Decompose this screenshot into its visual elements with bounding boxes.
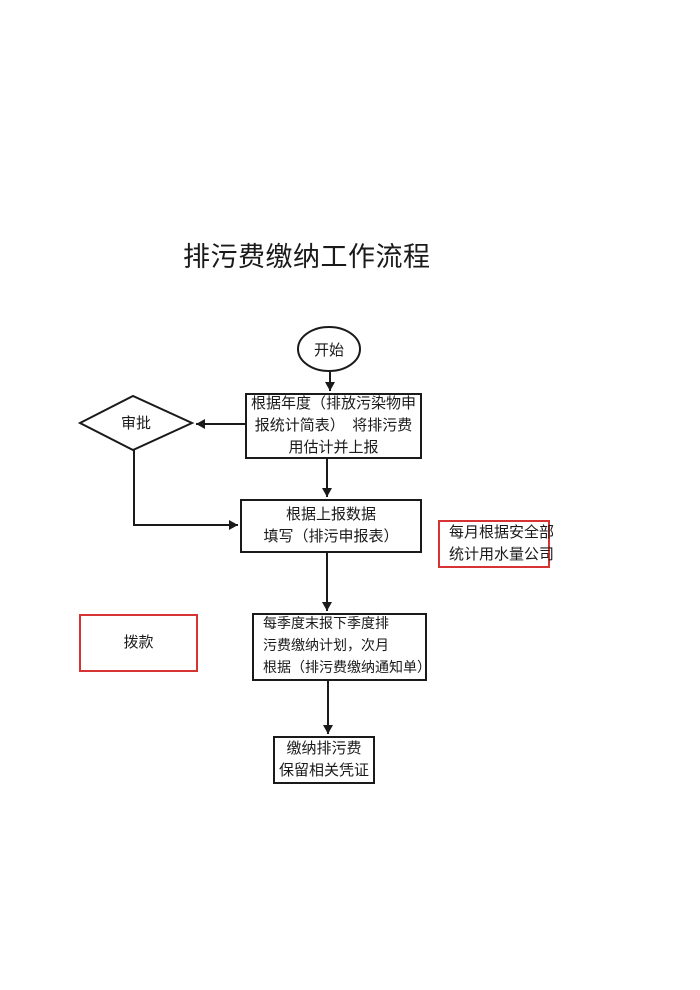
start-terminator-ellipse bbox=[297, 326, 361, 372]
box-text-line: 用估计并上报 bbox=[288, 440, 379, 456]
box-text-line: 拨款 bbox=[123, 635, 154, 651]
box-text-line: 污费缴纳计划，次月 bbox=[263, 639, 389, 654]
process-box-quarterly-plan: 每季度末报下季度排 污费缴纳计划，次月 根据（排污费缴纳通知单） bbox=[252, 613, 431, 681]
box-text-line: 报统计简表） 将排污费 bbox=[254, 418, 413, 434]
process-box-pay-fee: 缴纳排污费 保留相关凭证 bbox=[273, 736, 375, 784]
box-text-line: 缴纳排污费 bbox=[286, 741, 362, 757]
box-text-line: 填写（排污申报表） bbox=[263, 529, 399, 545]
start-node-label: 开始 bbox=[313, 343, 344, 359]
process-box-estimate-fee: 根据年度（排放污染物申 报统计简表） 将排污费 用估计并上报 bbox=[245, 393, 422, 459]
approval-decision-diamond bbox=[77, 394, 195, 452]
arrow-approval-to-fill bbox=[133, 450, 238, 530]
page-title: 排污费缴纳工作流程 bbox=[183, 242, 431, 272]
box-text-line: 根据年度（排放污染物申 bbox=[250, 396, 416, 412]
approval-diamond-label: 审批 bbox=[120, 416, 151, 432]
box-text-line: 统计用水量公司 bbox=[449, 547, 555, 563]
box-text-line: 每季度末报下季度排 bbox=[263, 617, 389, 632]
box-text-line: 根据（排污费缴纳通知单） bbox=[263, 661, 431, 676]
process-box-fill-declaration: 根据上报数据 填写（排污申报表） bbox=[240, 499, 422, 553]
annotation-box-water-usage: 每月根据安全部 统计用水量公司 bbox=[438, 520, 555, 568]
box-text-line: 根据上报数据 bbox=[285, 507, 376, 523]
box-text-line: 保留相关凭证 bbox=[278, 763, 369, 779]
annotation-box-allocate-funds: 拨款 bbox=[79, 614, 198, 672]
box-text-line: 每月根据安全部 bbox=[449, 525, 555, 541]
